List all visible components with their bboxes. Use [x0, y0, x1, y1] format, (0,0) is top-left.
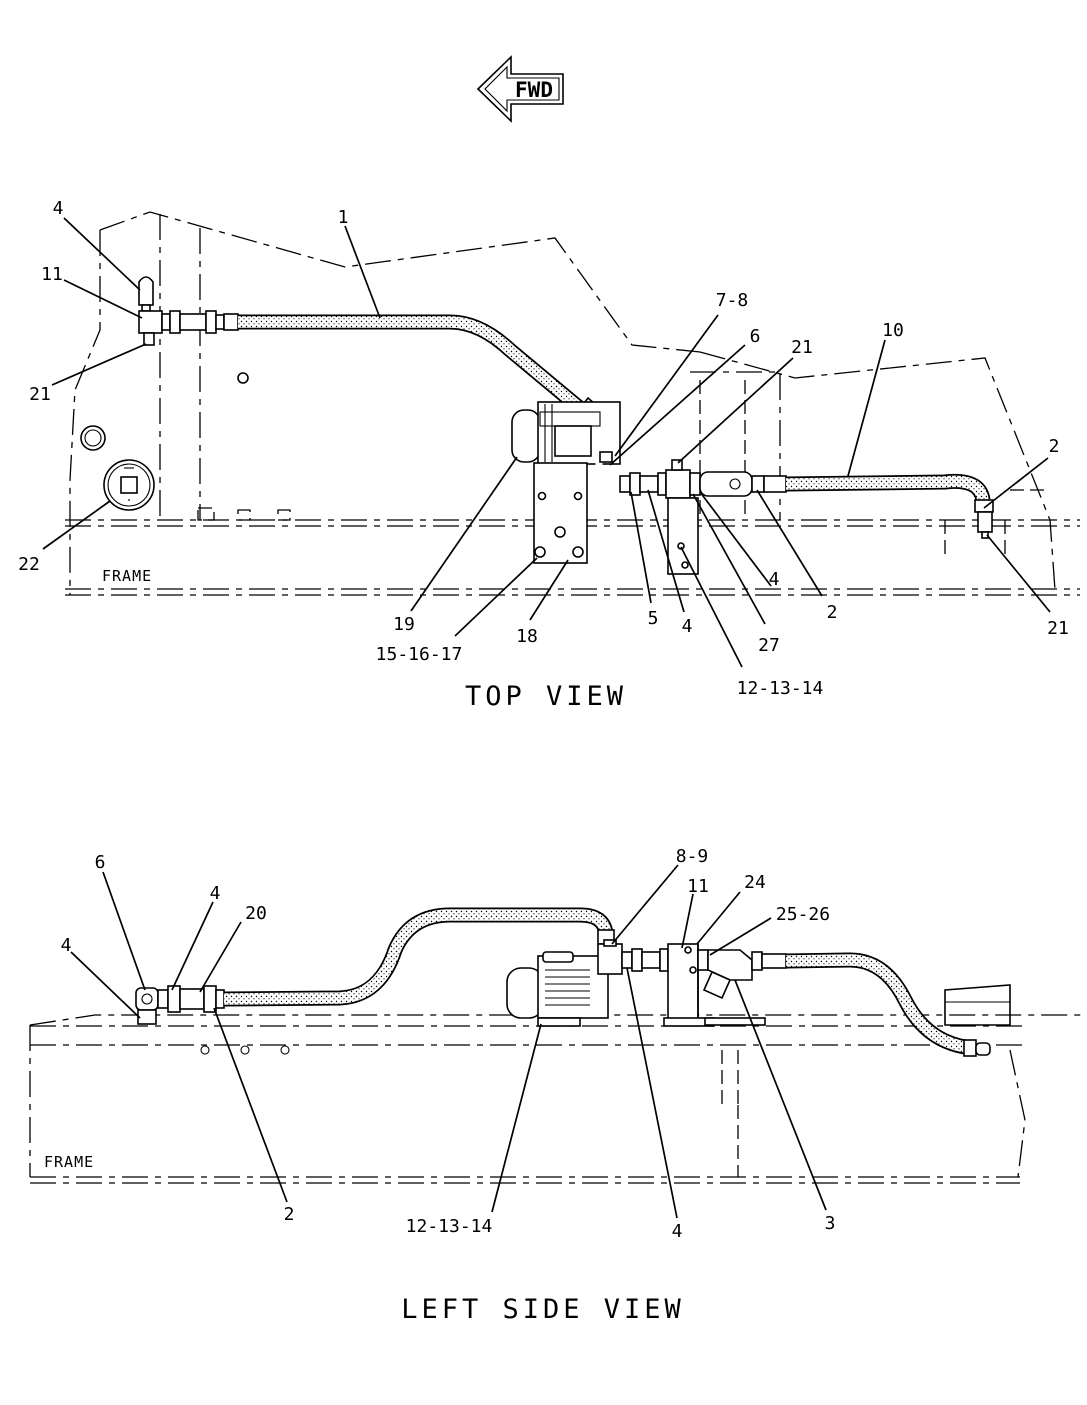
callout: 11: [687, 876, 709, 897]
side-view-drawing: FRAME LEFT SIDE VIEW: [29, 907, 1087, 1325]
top-view-drawing: FRAME TOP VIEW: [65, 211, 1080, 712]
callout: 19: [393, 614, 415, 635]
callout: 2: [284, 1204, 295, 1225]
top-view-leaders: [42, 217, 1051, 668]
fwd-arrow: FWD: [476, 55, 564, 123]
callout: 5: [648, 608, 659, 629]
fwd-label: FWD: [515, 78, 553, 102]
top-frame-label: FRAME: [102, 567, 152, 585]
callout: 2: [1049, 436, 1060, 457]
top-view-callouts: 4 11 21 1 22 19 15-16-17 18 7-8 6 21 10 …: [18, 198, 1069, 699]
side-view-callouts: 6 4 4 20 2 8-9 11 24 25-26 12-13-14 4 3: [61, 846, 836, 1242]
callout: 21: [29, 384, 51, 405]
callout: 4: [769, 569, 780, 590]
callout: 8-9: [676, 846, 709, 867]
callout: 15-16-17: [376, 644, 463, 665]
callout: 20: [245, 903, 267, 924]
callout: 11: [41, 264, 63, 285]
callout: 25-26: [776, 904, 830, 925]
side-view-title: LEFT SIDE VIEW: [401, 1294, 685, 1325]
callout: 12-13-14: [737, 678, 824, 699]
callout: 21: [791, 337, 813, 358]
top-view-title: TOP VIEW: [465, 681, 627, 712]
callout: 21: [1047, 618, 1069, 639]
callout: 6: [95, 852, 106, 873]
side-frame-label: FRAME: [44, 1153, 94, 1171]
callout: 12-13-14: [406, 1216, 493, 1237]
callout: 22: [18, 554, 40, 575]
callout: 2: [827, 602, 838, 623]
callout: 7-8: [716, 290, 749, 311]
callout: 1: [338, 207, 349, 228]
side-view-leaders: [70, 864, 827, 1219]
callout: 4: [682, 616, 693, 637]
callout: 4: [210, 883, 221, 904]
callout: 4: [61, 935, 72, 956]
callout: 6: [750, 326, 761, 347]
callout: 18: [516, 626, 538, 647]
callout: 3: [825, 1213, 836, 1234]
callout: 24: [744, 872, 766, 893]
callout: 10: [882, 320, 904, 341]
callout: 4: [672, 1221, 683, 1242]
callout: 4: [53, 198, 64, 219]
callout: 27: [758, 635, 780, 656]
